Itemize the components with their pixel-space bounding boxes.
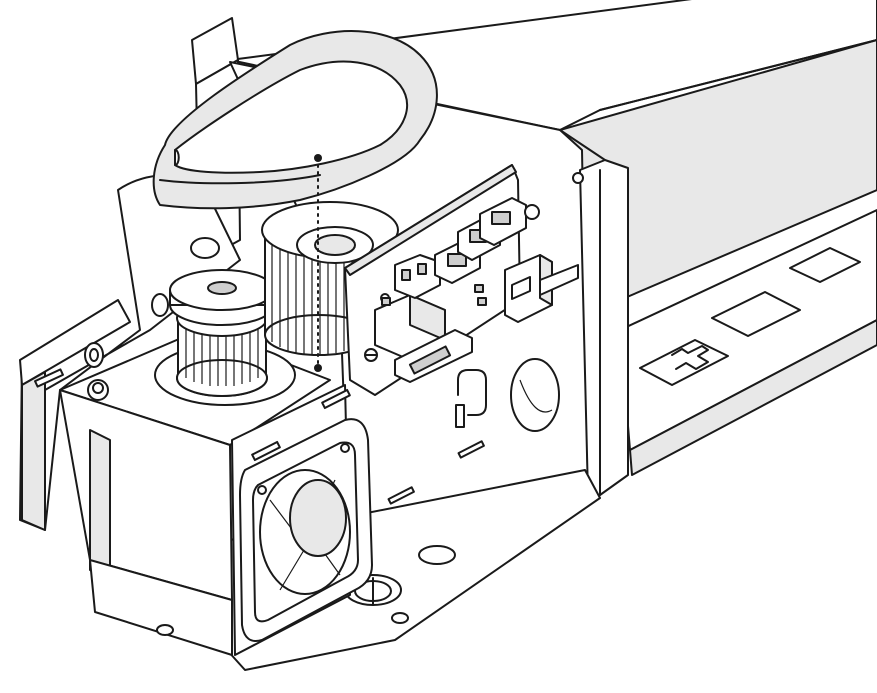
smd-part-2 [477,297,487,306]
circuit-board [344,164,540,396]
rail-slot-1 [789,247,861,283]
motor-pulley [169,269,275,397]
fan-screw-1 [257,485,267,495]
limit-switch [504,254,579,323]
motor-foot-2 [391,612,409,624]
smd-part-3 [381,297,391,306]
belt-guide-line [314,154,322,372]
bracket-slot-4 [457,440,485,459]
bracket-slot-2 [321,388,351,410]
bracket-slot-1 [251,440,281,462]
bottom-connector [394,329,473,383]
motor-foot-1 [156,624,174,636]
mount-hole-3 [190,237,220,259]
fan-screw-2 [340,443,350,453]
cable-clip [455,369,487,428]
bracket-slot-3 [387,486,415,505]
rail-slot-2 [711,291,801,337]
connector-1 [394,254,441,299]
frame-end-flange [579,159,629,496]
frame-round-hole [510,358,560,432]
mount-slot [34,368,64,388]
mount-hole-2 [151,293,169,317]
base-hole-1 [418,545,456,565]
connector-4 [479,197,540,246]
rail-hook-slot [671,345,709,370]
frame-screw [572,172,584,184]
timing-belt [152,30,438,210]
cooling-fan [239,418,373,642]
smd-part-1 [474,284,484,293]
